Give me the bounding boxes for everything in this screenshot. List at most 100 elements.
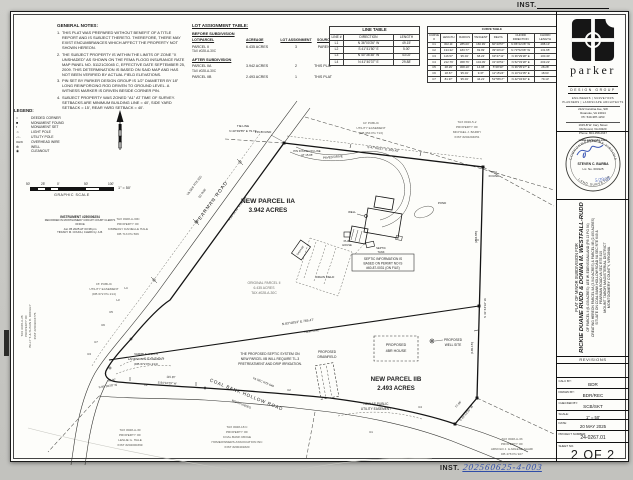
general-note-item: 1.THIS PLAT WAS PREPARED WITHOUT BENEFIT… xyxy=(57,30,181,50)
info-row-scale: SCALE: 1" = 50' xyxy=(557,410,629,420)
saari-prop: PROPERTY OF xyxy=(501,442,523,446)
proposed-drainfield-label: PROPOSED xyxy=(318,350,337,354)
recording-stamp: INSTRUMENT #250006254 RECORDED IN MONTGO… xyxy=(44,215,116,234)
septic-note-box xyxy=(351,253,415,272)
original-parcel-label: ORIGINAL PARCEL II xyxy=(247,281,280,285)
garage-label: GARAGE xyxy=(295,245,305,257)
drain-field-label: DRAIN FIELD xyxy=(316,275,336,279)
new-division-line xyxy=(108,305,480,361)
well-icon: ⊕ xyxy=(16,144,20,149)
legend-item: ■MONUMENT FOUND xyxy=(16,120,64,125)
barry-prop: PROPERTY OF xyxy=(456,125,478,129)
firm-name: parker xyxy=(570,63,616,77)
easement-new-label2: UTILITY EASEMENT xyxy=(361,407,391,411)
easement-top-label: 10' PUBLIC xyxy=(363,121,380,125)
overhead-wire-icon: OHW xyxy=(16,139,23,144)
curve-table-header: CURVE # LENGTH RADIUS TANGENT DELTA CHOR… xyxy=(426,32,557,43)
septic-box-text3: #60-87-0031 (ON FILE) xyxy=(366,266,399,270)
revisions-block: REVISIONS xyxy=(557,356,629,377)
dimension-ticks xyxy=(129,143,479,386)
pin-found-on-line: PIN FOUND ON LINE xyxy=(293,149,320,153)
monument-found-icon: ■ xyxy=(16,120,19,125)
deeded-corner-icon: ○ xyxy=(16,115,19,120)
hale-kimberly-deed: DB 713 PG 566 xyxy=(117,232,139,236)
plat-title-block: PLAT OF MINOR SUBDIVISION FOR RICKIE DUA… xyxy=(557,199,629,356)
before-subdivision-label: BEFORE SUBDIVISION xyxy=(192,31,235,36)
proposed-structures xyxy=(314,335,419,400)
pearman-road-label: PEARMAN ROAD xyxy=(195,180,230,225)
parker-logo-icon xyxy=(571,10,623,62)
saari-name: ARNOLD J. & ARLENE SAARI xyxy=(491,447,533,451)
hale-leslie-inst: INST #202000399 xyxy=(117,443,142,447)
top-boundary-bearing: S 47°06'57" E 365.42' xyxy=(367,145,400,153)
right-dim-lower: (165.15') xyxy=(470,342,474,354)
septic-tank-label2: TANK xyxy=(378,250,385,254)
svg-text:COMMONWEALTH OF VIRGINIA: COMMONWEALTH OF VIRGINIA xyxy=(568,139,617,161)
right-dim-upper: (203.88') xyxy=(474,231,478,243)
info-row-drawn: DRAWN BY: BDR/REC xyxy=(557,388,629,399)
hoa-tax: TAX #028-18 C xyxy=(226,425,248,429)
marker-c2: C2 xyxy=(287,388,291,392)
pin-found-label-2b: FOUND xyxy=(489,174,500,178)
inst-top: INST. xyxy=(517,2,609,9)
cb-bearing-2: S 84°16'29" W xyxy=(158,381,177,386)
legend-item: ◉CLEANOUT xyxy=(16,149,50,154)
binder-mark xyxy=(4,330,9,356)
legend-item: ⊕WELL xyxy=(16,144,41,149)
graphic-scale: 50' 25' 0' 50' 100' 1" = 50' GRAPHIC SCA… xyxy=(26,178,156,204)
legend-item: ○DEEDED CORNER xyxy=(16,115,61,120)
proposed-drainfield-outline xyxy=(314,362,340,400)
tie-line-label: TIE LINE xyxy=(237,124,249,128)
sheet-number-row: SHEET NO. 2 OF 2 xyxy=(557,442,629,462)
legend-item: ▪MONUMENT SET xyxy=(16,125,59,130)
septic-system-note: THE PROPOSED SEPTIC SYSTEM ON xyxy=(240,352,300,356)
general-note-item: 2.THE SUBJECT PROPERTY IS WITHIN THE LIM… xyxy=(57,51,186,77)
cb-bearing-1: S 83°18'29" W xyxy=(98,383,117,390)
original-parcel-acreage: 6.435 ACRES xyxy=(254,286,276,290)
marker-l2: L2 xyxy=(144,383,148,387)
general-notes-title: GENERAL NOTES: xyxy=(57,23,99,28)
barry-name: MICHAEL J. BARRY xyxy=(453,130,481,134)
plat-sheet-paper xyxy=(10,11,629,462)
hoa-prop: PROPERTY OF xyxy=(226,430,248,434)
easement-top-label3: (DB 654 PG 713) xyxy=(359,131,383,135)
septic-tank-label: SEPTIC xyxy=(376,246,386,250)
pond-label: POND xyxy=(438,201,446,205)
existing-well-symbol xyxy=(364,214,368,218)
pearman-rw-label: 50' R/W xyxy=(197,188,207,199)
proposed-house-label: PROPOSED xyxy=(386,343,407,347)
easement-new-label: NEW 15' PUBLIC xyxy=(364,402,390,406)
landscape-easement-label: VARIBLE WIDTH xyxy=(134,352,158,356)
cb-dim-2: 115.87' xyxy=(166,375,176,379)
monument-markers xyxy=(108,141,485,426)
cleanout-icon: ◉ xyxy=(16,149,20,154)
firm-subname: DESIGN GROUP xyxy=(568,86,618,94)
parcel-iib-acreage: 2.493 ACRES xyxy=(377,386,414,392)
lot-assignment-table: LOT ASSIGNMENT TABLE: BEFORE SUBDIVISION… xyxy=(192,23,332,82)
parcel-iia-label: NEW PARCEL IIA xyxy=(241,198,295,205)
paved-drive-label: PAVED DRIVE xyxy=(323,154,343,160)
surveyor-license: Lic. No. 003125 xyxy=(582,167,603,171)
easement-top-label2: UTILITY EASEMENT xyxy=(356,126,385,130)
proposed-drainfield-label2: DRAINFIELD xyxy=(318,355,338,359)
proposed-well-label2: WELL SITE xyxy=(445,343,462,347)
proposed-house-outline xyxy=(373,335,419,362)
pond-shape xyxy=(414,205,434,219)
hale-leslie-prop: PROPERTY OF xyxy=(119,433,141,437)
marker-c1: C1 xyxy=(369,430,373,434)
hoa-name2: HOMEOWNERS ASSOCIATION INC xyxy=(212,440,264,444)
hale-kimberly-tax: TAX #028-A-30C xyxy=(116,217,140,221)
right-bearing: S 41°43'16" W xyxy=(483,298,487,318)
tie-line-bearing: N 43°49'55" E 79.74' xyxy=(229,129,257,133)
north-arrow-icon xyxy=(116,110,124,150)
saari-deed: DB 478 PG 927 xyxy=(501,452,523,456)
lot-table-header: LOT/PARCEL ACREAGE LOT ASSIGNMENT SOURCE xyxy=(192,38,332,42)
easement-west-label3: (DB 672 PG 214) xyxy=(92,292,116,296)
legend: LEGEND: ○DEEDED CORNER ■MONUMENT FOUND ▪… xyxy=(14,108,100,154)
parcel-iia-acreage: 3.942 ACRES xyxy=(249,207,288,214)
